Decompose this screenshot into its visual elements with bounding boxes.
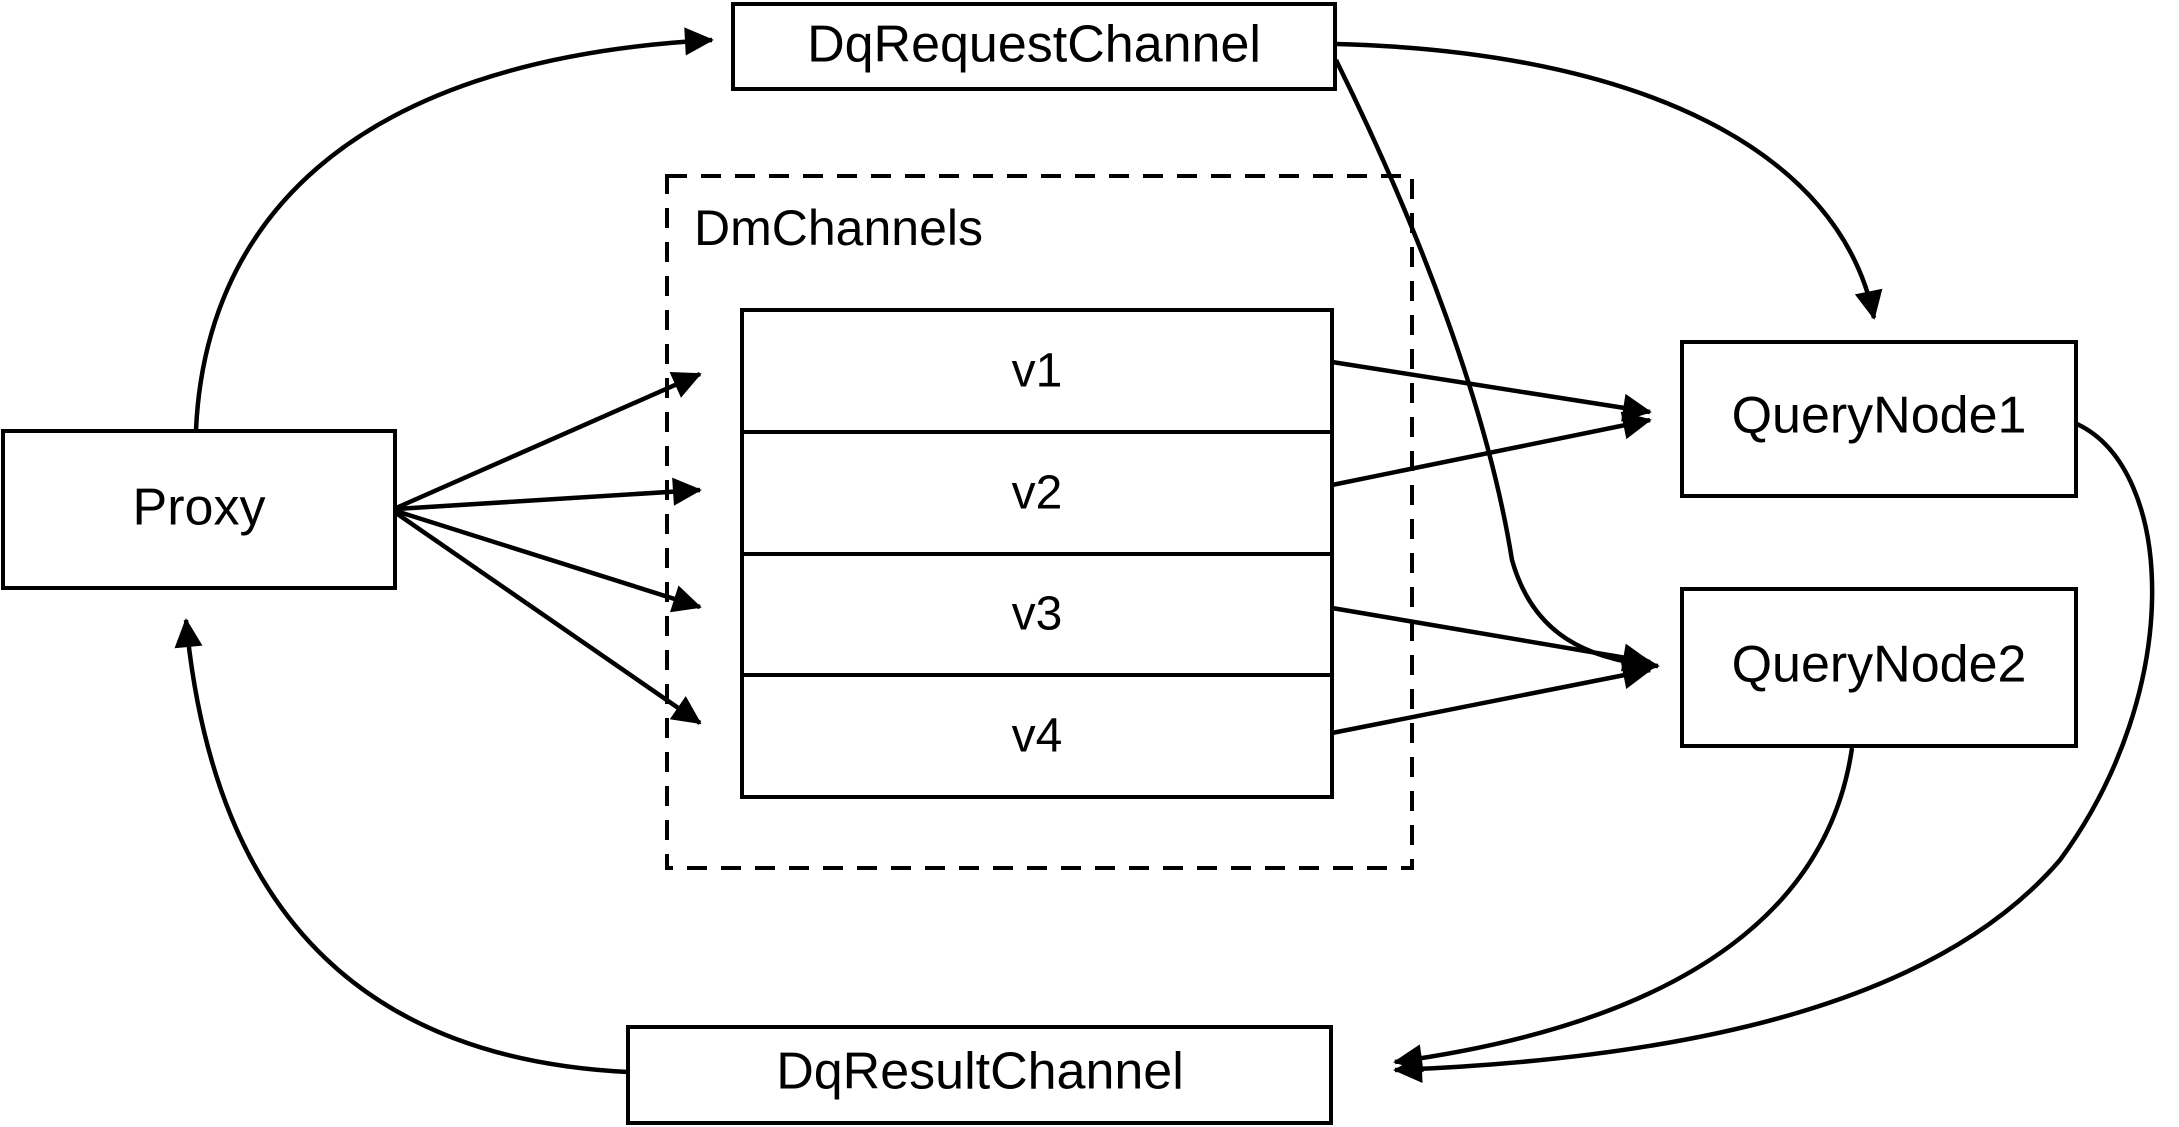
edge-proxy-to-v3 [395, 508, 702, 613]
shard-label-v1: v1 [1012, 345, 1063, 398]
shard-label-v2: v2 [1012, 467, 1063, 520]
edge-proxy-to-dq-request-channel [193, 27, 714, 431]
edge-query-node-1-to-dq-result-channel [1393, 421, 2155, 1083]
node-query-node-1-label: QueryNode1 [1732, 387, 2027, 445]
dm-channels-label: DmChannels [694, 200, 983, 256]
shard-label-v4: v4 [1012, 710, 1063, 763]
node-query-node-2[interactable] [1680, 587, 2078, 748]
node-proxy-label: Proxy [133, 479, 266, 537]
edge-v2-to-query-node-1 [1331, 411, 1652, 488]
edge-proxy-to-v2 [395, 477, 702, 512]
edge-proxy-to-v4 [394, 511, 702, 725]
edge-v1-to-query-node-1 [1331, 359, 1652, 422]
node-dq-request-channel[interactable] [731, 2, 1337, 91]
node-dq-result-channel-label: DqResultChannel [776, 1043, 1184, 1101]
node-query-node-1[interactable] [1680, 340, 2078, 498]
edge-query-node-2-to-dq-result-channel [1393, 747, 1855, 1073]
node-dq-request-channel-label: DqRequestChannel [807, 16, 1261, 74]
node-dq-result-channel[interactable] [626, 1025, 1333, 1125]
edge-proxy-to-v1 [395, 371, 702, 511]
node-proxy[interactable] [1, 429, 397, 590]
edge-v3-to-query-node-2 [1331, 605, 1652, 672]
dm-channels-group [665, 174, 1414, 870]
node-query-node-2-label: QueryNode2 [1732, 636, 2027, 694]
shard-label-v3: v3 [1012, 588, 1063, 641]
edge-v4-to-query-node-2 [1331, 661, 1652, 736]
edge-dq-result-channel-to-proxy [174, 618, 629, 1075]
edge-dq-request-channel-to-query-node-2 [1333, 59, 1660, 678]
edge-dq-request-channel-to-query-node-1 [1336, 41, 1883, 320]
